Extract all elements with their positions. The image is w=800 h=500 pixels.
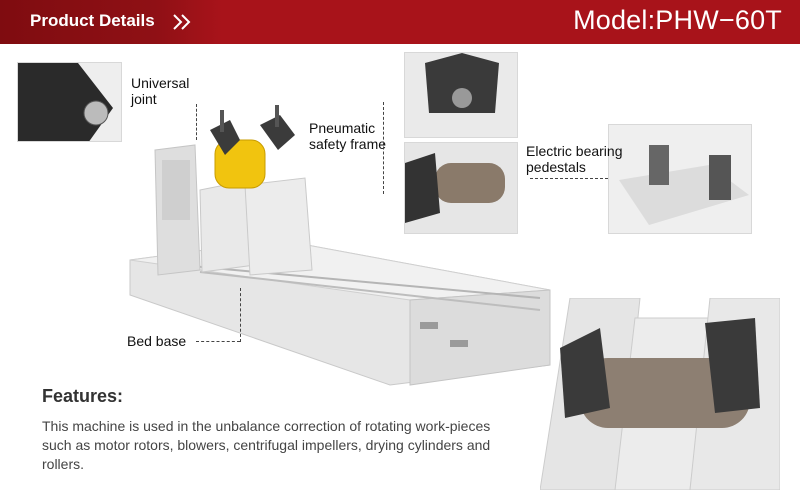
features-heading: Features: [42,386,124,406]
safety-frame-label: Pneumatic safety frame [309,120,387,152]
safety-frame-photo-top [404,52,518,138]
universal-joint-photo [17,62,122,142]
header-title: Product Details [30,11,155,30]
bearing-pedestals-photo [608,124,752,234]
bearing-pedestals-label: Electric bearing pedestals [526,143,623,175]
universal-joint-label: Universal joint [131,75,190,107]
leader-line [383,102,384,194]
leader-line [196,104,197,140]
safety-frame-photo-bottom [404,142,518,234]
header-tab [0,0,222,44]
balancing-machine-image [129,105,551,386]
leader-line [196,341,240,342]
double-chevron-right-icon [173,14,191,30]
header-bar: Product Details Model:PHW−60T [0,0,800,44]
leader-line [530,178,608,179]
features-description: This machine is used in the unbalance co… [42,418,491,472]
leader-line [240,288,241,342]
model-title: Model:PHW−60T [573,5,782,35]
bed-base-label: Bed base [127,333,187,349]
rotor-collage-photo [540,298,780,490]
